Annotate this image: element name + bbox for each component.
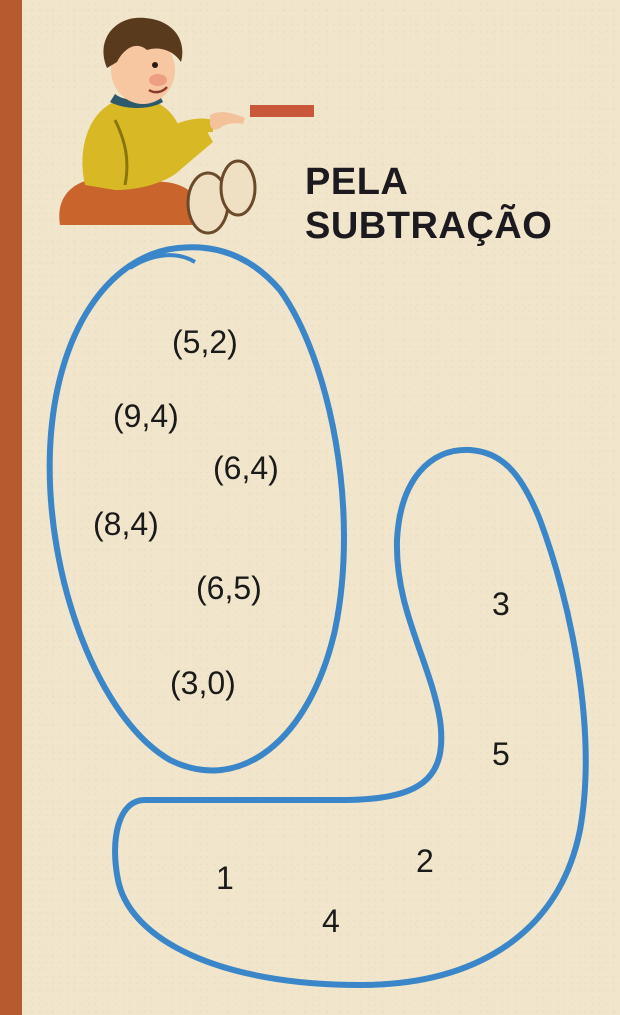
ordered-pair: (6,5) bbox=[196, 570, 262, 606]
ordered-pair: (3,0) bbox=[170, 665, 236, 701]
title-line-1: PELA bbox=[305, 161, 409, 203]
ordered-pair: (9,4) bbox=[113, 398, 179, 434]
result-value: 1 bbox=[216, 860, 234, 896]
result-value: 5 bbox=[492, 736, 510, 772]
ordered-pair: (8,4) bbox=[93, 506, 159, 542]
result-set-outline bbox=[112, 446, 589, 988]
title-line-2: SUBTRAÇÃO bbox=[305, 205, 553, 247]
child-pointing-illustration bbox=[59, 17, 257, 235]
minus-sign-icon bbox=[250, 105, 314, 117]
result-value: 3 bbox=[492, 586, 510, 622]
ordered-pair: (6,4) bbox=[213, 450, 279, 486]
domain-set-outline bbox=[46, 244, 347, 774]
result-value: 2 bbox=[416, 843, 434, 879]
result-value: 4 bbox=[322, 903, 340, 939]
page-title: PELA SUBTRAÇÃO bbox=[305, 160, 552, 248]
ordered-pair: (5,2) bbox=[172, 324, 238, 360]
